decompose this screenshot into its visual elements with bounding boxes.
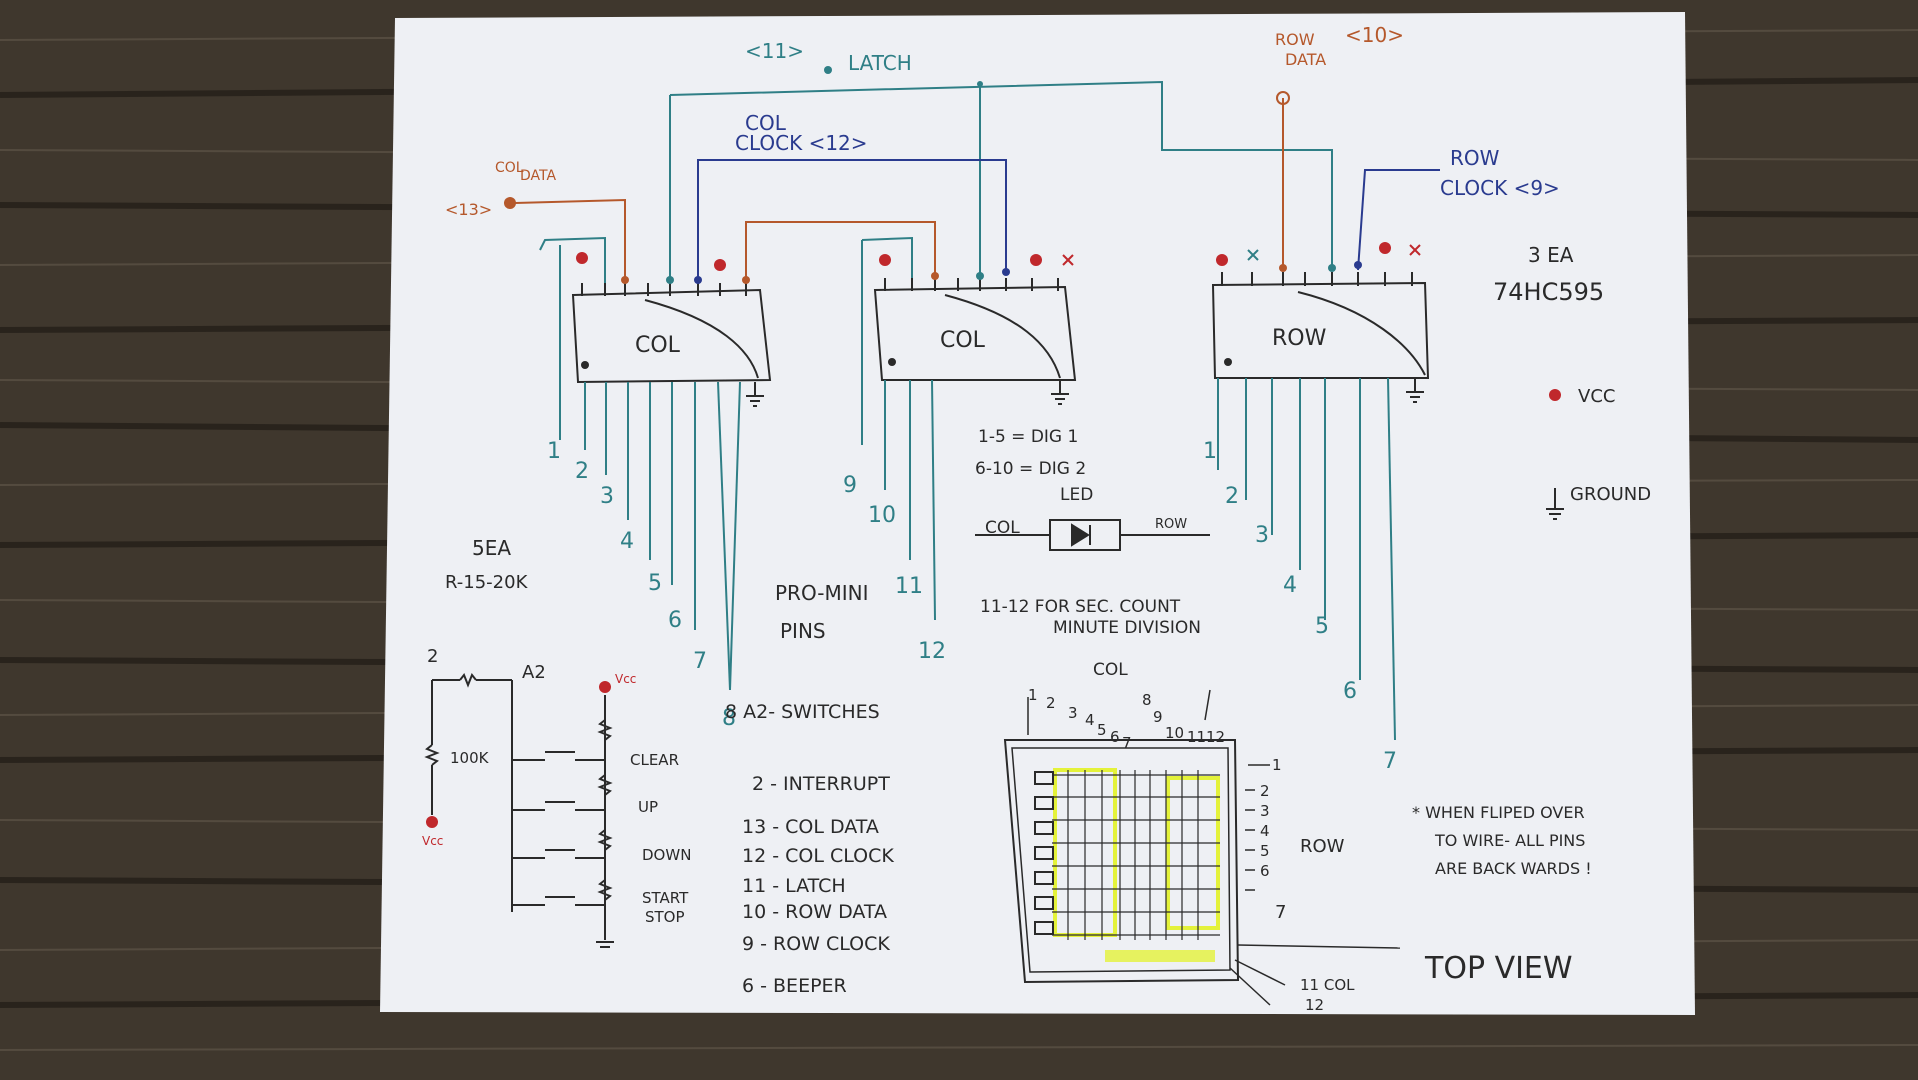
matrix-row-num: 1	[1272, 756, 1282, 774]
chip-part-label: 74HC595	[1493, 278, 1604, 306]
led-symbol	[975, 519, 1210, 551]
row-data-pin-label: <10>	[1345, 23, 1404, 47]
pin-line: 12 - COL CLOCK	[742, 845, 894, 867]
matrix-col-num: 2	[1046, 694, 1056, 712]
switch-up: UP	[638, 798, 658, 816]
col-clock-label-1: COL	[745, 111, 787, 135]
out-num: 6	[1343, 679, 1357, 704]
matrix-col-num: 6	[1110, 728, 1120, 746]
pin-line: 11 - LATCH	[742, 875, 846, 897]
row-clock-label-1: ROW	[1450, 146, 1500, 170]
matrix-col-num: 8	[1142, 691, 1152, 709]
switch-network	[424, 673, 614, 948]
resistor-value: R-15-20K	[445, 572, 529, 593]
matrix-col-num: 12	[1206, 728, 1225, 746]
col-data-pin-label: <13>	[445, 200, 492, 219]
warning-line-2: TO WIRE- ALL PINS	[1434, 831, 1585, 850]
out-num: 4	[1283, 573, 1297, 598]
out-num: 4	[620, 529, 634, 554]
matrix-note-11: 11 COL	[1300, 976, 1355, 994]
resistor-count: 5EA	[472, 536, 511, 560]
chip-count-label: 3 EA	[1528, 243, 1574, 267]
switch-pin2: 2	[427, 646, 438, 667]
pin-line: 9 - ROW CLOCK	[742, 933, 890, 955]
pin-line: 6 - BEEPER	[742, 975, 847, 997]
out-num: 8	[722, 706, 736, 731]
matrix-col-num: 11	[1187, 728, 1206, 746]
out-num: 6	[668, 608, 682, 633]
note-led-row: ROW	[1155, 517, 1187, 532]
chip-col2-label: COL	[940, 328, 986, 353]
pin-line: 2 - INTERRUPT	[752, 773, 890, 795]
matrix-row-num: 7	[1275, 902, 1286, 923]
matrix-col-title: COL	[1093, 660, 1128, 680]
switch-vcc-bottom: Vcc	[422, 834, 443, 848]
matrix-col-num: 4	[1085, 711, 1095, 729]
switch-100k: 100K	[450, 749, 490, 767]
matrix-col-num: 5	[1097, 721, 1107, 739]
vcc-legend: VCC	[1578, 386, 1615, 407]
matrix-col-num: 7	[1122, 734, 1132, 752]
note-sec-2: MINUTE DIVISION	[1053, 618, 1201, 638]
col-data-label-1: COL	[495, 160, 524, 176]
matrix-row-title: ROW	[1300, 836, 1345, 857]
pin-line: 13 - COL DATA	[742, 816, 879, 838]
latch-pin-label: <11>	[745, 39, 804, 63]
matrix-row-num: 5	[1260, 842, 1270, 860]
matrix-col-num: 10	[1165, 724, 1184, 742]
chip-col1-label: COL	[635, 333, 681, 358]
matrix-row-num: 6	[1260, 862, 1270, 880]
col-clock-label-2: CLOCK <12>	[735, 131, 868, 155]
out-num: 2	[575, 459, 589, 484]
note-led: LED	[1060, 485, 1093, 505]
out-num: 1	[1203, 439, 1217, 464]
promini-title-2: PINS	[780, 619, 826, 643]
led-matrix	[1003, 689, 1401, 1006]
pin-line: 10 - ROW DATA	[742, 901, 887, 923]
row-clock-label-2: CLOCK <9>	[1440, 176, 1560, 200]
switch-a2: A2	[522, 662, 546, 683]
row-data-label-1: ROW	[1275, 30, 1315, 49]
matrix-top-view: TOP VIEW	[1424, 951, 1573, 986]
note-dig1: 1-5 = DIG 1	[978, 427, 1078, 447]
out-num: 7	[1383, 749, 1397, 774]
out-num: 3	[600, 484, 614, 509]
pin-line: 8 A2- SWITCHES	[725, 701, 880, 723]
out-num: 10	[868, 503, 896, 528]
matrix-col-num: 9	[1153, 708, 1163, 726]
row-data-label-2: DATA	[1285, 50, 1326, 69]
paper-sheet	[380, 12, 1695, 1015]
matrix-row-num: 4	[1260, 822, 1270, 840]
ground-legend: GROUND	[1570, 484, 1651, 505]
note-dig2: 6-10 = DIG 2	[975, 459, 1086, 479]
switch-clear: CLEAR	[630, 751, 679, 769]
switch-vcc-top: Vcc	[615, 672, 636, 686]
out-num: 1	[547, 439, 561, 464]
col-data-label-2: DATA	[520, 168, 556, 184]
switch-start: START	[642, 889, 689, 907]
matrix-col-num: 3	[1068, 704, 1078, 722]
out-num: 7	[693, 649, 707, 674]
out-num: 11	[895, 574, 923, 599]
out-num: 9	[843, 473, 857, 498]
matrix-row-num: 2	[1260, 782, 1270, 800]
chip-row-label: ROW	[1272, 326, 1327, 351]
note-led-col: COL	[985, 518, 1020, 538]
switch-down: DOWN	[642, 846, 691, 864]
promini-title-1: PRO-MINI	[775, 581, 869, 605]
out-num: 5	[1315, 614, 1329, 639]
out-num: 12	[918, 639, 946, 664]
matrix-row-num: 3	[1260, 802, 1270, 820]
matrix-note-12: 12	[1305, 996, 1324, 1014]
latch-label: LATCH	[848, 51, 912, 75]
out-num: 3	[1255, 523, 1269, 548]
note-sec-1: 11-12 FOR SEC. COUNT	[980, 597, 1181, 617]
warning-line-3: ARE BACK WARDS !	[1435, 859, 1592, 878]
out-num: 5	[648, 571, 662, 596]
warning-line-1: * WHEN FLIPED OVER	[1412, 803, 1585, 822]
matrix-col-num: 1	[1028, 686, 1038, 704]
switch-stop: STOP	[645, 908, 685, 926]
out-num: 2	[1225, 484, 1239, 509]
